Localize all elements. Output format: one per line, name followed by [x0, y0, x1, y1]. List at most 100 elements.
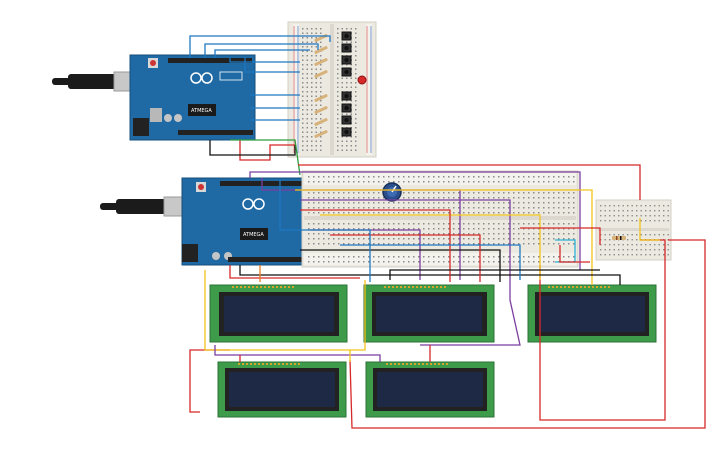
- hole: [622, 220, 624, 222]
- hole: [408, 238, 410, 240]
- hole: [543, 212, 545, 214]
- hole: [333, 261, 335, 263]
- hole: [513, 212, 515, 214]
- hole: [308, 181, 310, 183]
- lcd-5[interactable]: [365, 361, 495, 418]
- hole: [302, 104, 304, 106]
- hole: [403, 207, 405, 209]
- hole: [523, 197, 525, 199]
- hole: [493, 176, 495, 178]
- push-buttons[interactable]: [341, 31, 352, 137]
- hole: [667, 215, 669, 217]
- wires[interactable]: [189, 35, 706, 429]
- hole: [402, 363, 404, 365]
- hole: [458, 202, 460, 204]
- hole: [428, 261, 430, 263]
- hole: [358, 202, 360, 204]
- lcd-2[interactable]: [363, 284, 495, 343]
- hole: [338, 256, 340, 258]
- hole: [236, 286, 238, 288]
- hole: [378, 176, 380, 178]
- hole: [388, 207, 390, 209]
- hole: [323, 202, 325, 204]
- hole: [337, 82, 339, 84]
- breadboard-buttons[interactable]: [287, 21, 377, 158]
- hole: [311, 68, 313, 70]
- arduino-uno-1[interactable]: ATMEGA: [52, 54, 256, 141]
- hole: [337, 95, 339, 97]
- hole: [573, 238, 575, 240]
- hole: [355, 59, 357, 61]
- hole: [393, 233, 395, 235]
- hole: [538, 233, 540, 235]
- hole: [337, 28, 339, 30]
- hole: [528, 207, 530, 209]
- potentiometer[interactable]: [382, 182, 402, 202]
- hole: [448, 228, 450, 230]
- hole: [320, 145, 322, 147]
- hole: [388, 202, 390, 204]
- hole: [572, 286, 574, 288]
- hole: [498, 223, 500, 225]
- lcd-1[interactable]: [209, 284, 348, 343]
- hole: [315, 140, 317, 142]
- red-led[interactable]: [357, 75, 367, 85]
- hole: [337, 145, 339, 147]
- hole: [264, 286, 266, 288]
- hole: [413, 207, 415, 209]
- hole: [573, 192, 575, 194]
- hole: [308, 192, 310, 194]
- hole: [308, 223, 310, 225]
- hole: [604, 244, 606, 246]
- hole: [508, 256, 510, 258]
- hole: [323, 192, 325, 194]
- hole: [552, 286, 554, 288]
- hole: [308, 228, 310, 230]
- hole: [433, 176, 435, 178]
- hole: [478, 192, 480, 194]
- wire-red-2: [229, 265, 360, 279]
- hole: [311, 91, 313, 93]
- arduino-uno-2[interactable]: ATMEGA: [100, 177, 306, 266]
- hole: [311, 127, 313, 129]
- hole: [363, 256, 365, 258]
- breadboard-small[interactable]: [595, 199, 672, 261]
- hole: [573, 181, 575, 183]
- hole: [600, 215, 602, 217]
- wire-red-4: [330, 234, 481, 282]
- hole: [523, 228, 525, 230]
- hole: [453, 197, 455, 199]
- hole: [533, 261, 535, 263]
- hole: [404, 286, 406, 288]
- hole: [302, 149, 304, 151]
- hole: [568, 233, 570, 235]
- hole: [408, 212, 410, 214]
- hole: [498, 228, 500, 230]
- hole: [383, 256, 385, 258]
- hole: [443, 207, 445, 209]
- hole: [346, 136, 348, 138]
- hole: [328, 233, 330, 235]
- hole: [323, 181, 325, 183]
- hole: [240, 286, 242, 288]
- lcd-3[interactable]: [527, 284, 657, 343]
- breadboard-main[interactable]: [301, 170, 579, 268]
- hole: [308, 233, 310, 235]
- hole: [636, 244, 638, 246]
- hole: [266, 363, 268, 365]
- hole: [448, 243, 450, 245]
- hole: [433, 223, 435, 225]
- hole: [503, 207, 505, 209]
- hole: [463, 243, 465, 245]
- lcd-4[interactable]: [217, 361, 347, 418]
- hole: [663, 205, 665, 207]
- hole: [320, 149, 322, 151]
- hole: [368, 243, 370, 245]
- hole: [600, 220, 602, 222]
- hole: [373, 238, 375, 240]
- hole: [358, 243, 360, 245]
- hole: [538, 256, 540, 258]
- hole: [604, 249, 606, 251]
- hole: [363, 243, 365, 245]
- hole: [403, 256, 405, 258]
